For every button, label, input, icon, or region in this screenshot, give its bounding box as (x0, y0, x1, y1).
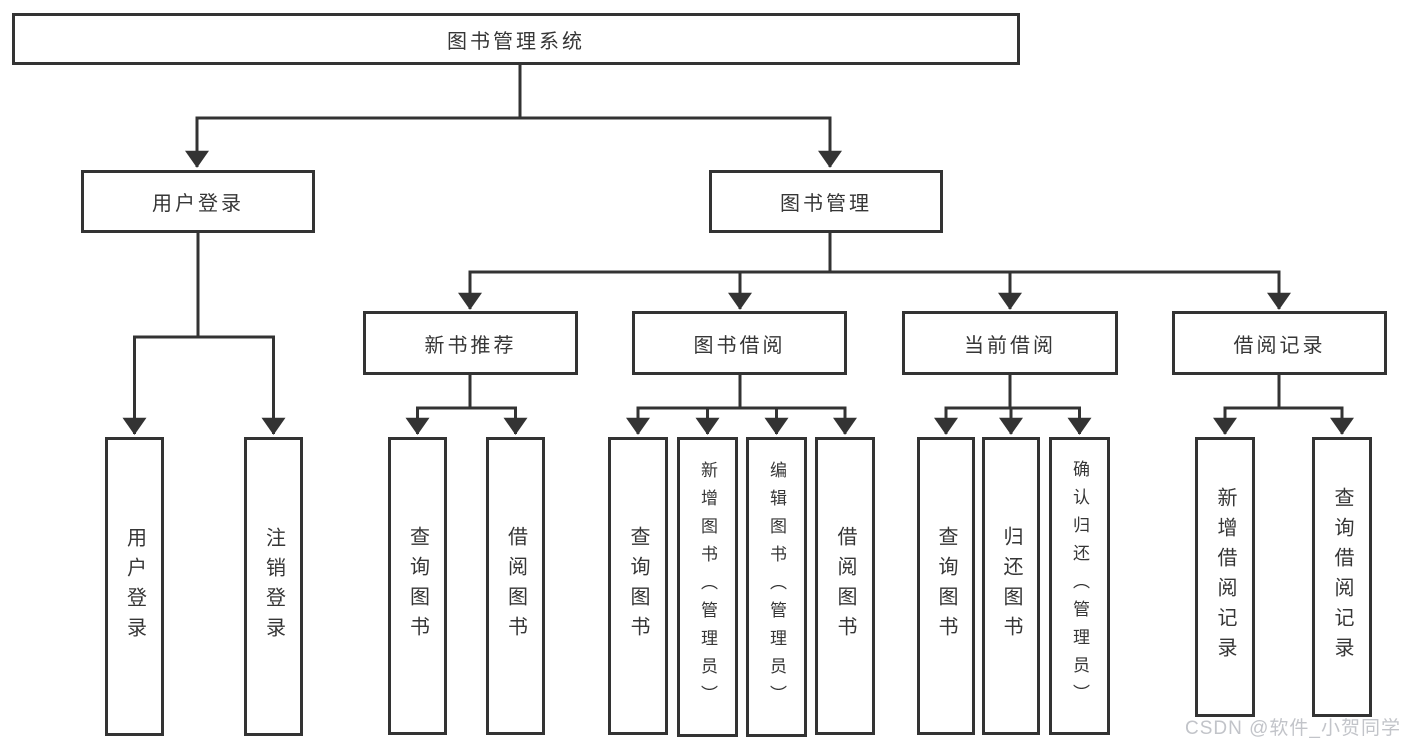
leaf-borrow-add-admin-label: 新增图书（管理员） (698, 461, 717, 713)
leaf-newbooks-query: 查询图书 (388, 437, 447, 735)
leaf-borrow-query-label: 查询图书 (627, 526, 649, 646)
leaf-logout: 注销登录 (244, 437, 303, 736)
leaf-current-confirm-admin: 确认归还（管理员） (1049, 437, 1110, 735)
user-login-branch (122, 233, 286, 435)
leaf-borrow-edit-admin: 编辑图书（管理员） (746, 437, 807, 737)
csdn-watermark: CSDN @软件_小贺同学 (1185, 718, 1401, 739)
leaf-newbooks-query-label: 查询图书 (406, 526, 429, 646)
leaf-records-add-label: 新增借阅记录 (1214, 487, 1236, 667)
leaf-login-label: 用户登录 (123, 526, 146, 647)
node-current-borrow-label: 当前借阅 (964, 334, 1056, 357)
book-mgmt-branch (458, 233, 1291, 310)
leaf-current-return: 归还图书 (982, 437, 1040, 735)
leaf-records-query-label: 查询借阅记录 (1331, 487, 1353, 667)
root-branch (185, 65, 842, 168)
leaf-borrow-query: 查询图书 (608, 437, 668, 735)
leaf-logout-label: 注销登录 (262, 526, 285, 647)
leaf-borrow-borrow: 借阅图书 (815, 437, 875, 735)
leaf-records-add: 新增借阅记录 (1195, 437, 1255, 717)
node-book-mgmt-label: 图书管理 (780, 193, 872, 215)
node-user-login: 用户登录 (81, 170, 315, 233)
node-current-borrow: 当前借阅 (902, 311, 1118, 375)
node-book-borrow: 图书借阅 (632, 311, 847, 375)
node-borrow-records-label: 借阅记录 (1233, 334, 1326, 357)
node-new-books: 新书推荐 (363, 311, 578, 375)
leaf-current-confirm-admin-label: 确认归还（管理员） (1070, 460, 1089, 712)
node-root: 图书管理系统 (12, 13, 1020, 65)
node-book-borrow-label: 图书借阅 (693, 334, 786, 357)
leaf-current-query: 查询图书 (917, 437, 975, 735)
leaf-borrow-add-admin: 新增图书（管理员） (677, 437, 738, 737)
leaf-borrow-borrow-label: 借阅图书 (834, 526, 856, 646)
leaf-current-query-label: 查询图书 (935, 526, 957, 646)
leaf-newbooks-borrow-label: 借阅图书 (504, 526, 527, 646)
leaf-newbooks-borrow: 借阅图书 (486, 437, 545, 735)
leaf-records-query: 查询借阅记录 (1312, 437, 1372, 717)
leaf-current-return-label: 归还图书 (1000, 526, 1022, 646)
node-user-login-label: 用户登录 (152, 193, 244, 215)
current-borrow-branch (934, 375, 1092, 435)
book-borrow-branch (626, 375, 857, 435)
leaf-borrow-edit-admin-label: 编辑图书（管理员） (767, 461, 786, 713)
leaf-login: 用户登录 (105, 437, 164, 736)
node-new-books-label: 新书推荐 (424, 334, 517, 357)
node-borrow-records: 借阅记录 (1172, 311, 1387, 375)
node-book-mgmt: 图书管理 (709, 170, 943, 233)
node-root-label: 图书管理系统 (447, 30, 585, 53)
new-books-branch (405, 375, 528, 435)
borrow-records-branch (1213, 375, 1354, 435)
